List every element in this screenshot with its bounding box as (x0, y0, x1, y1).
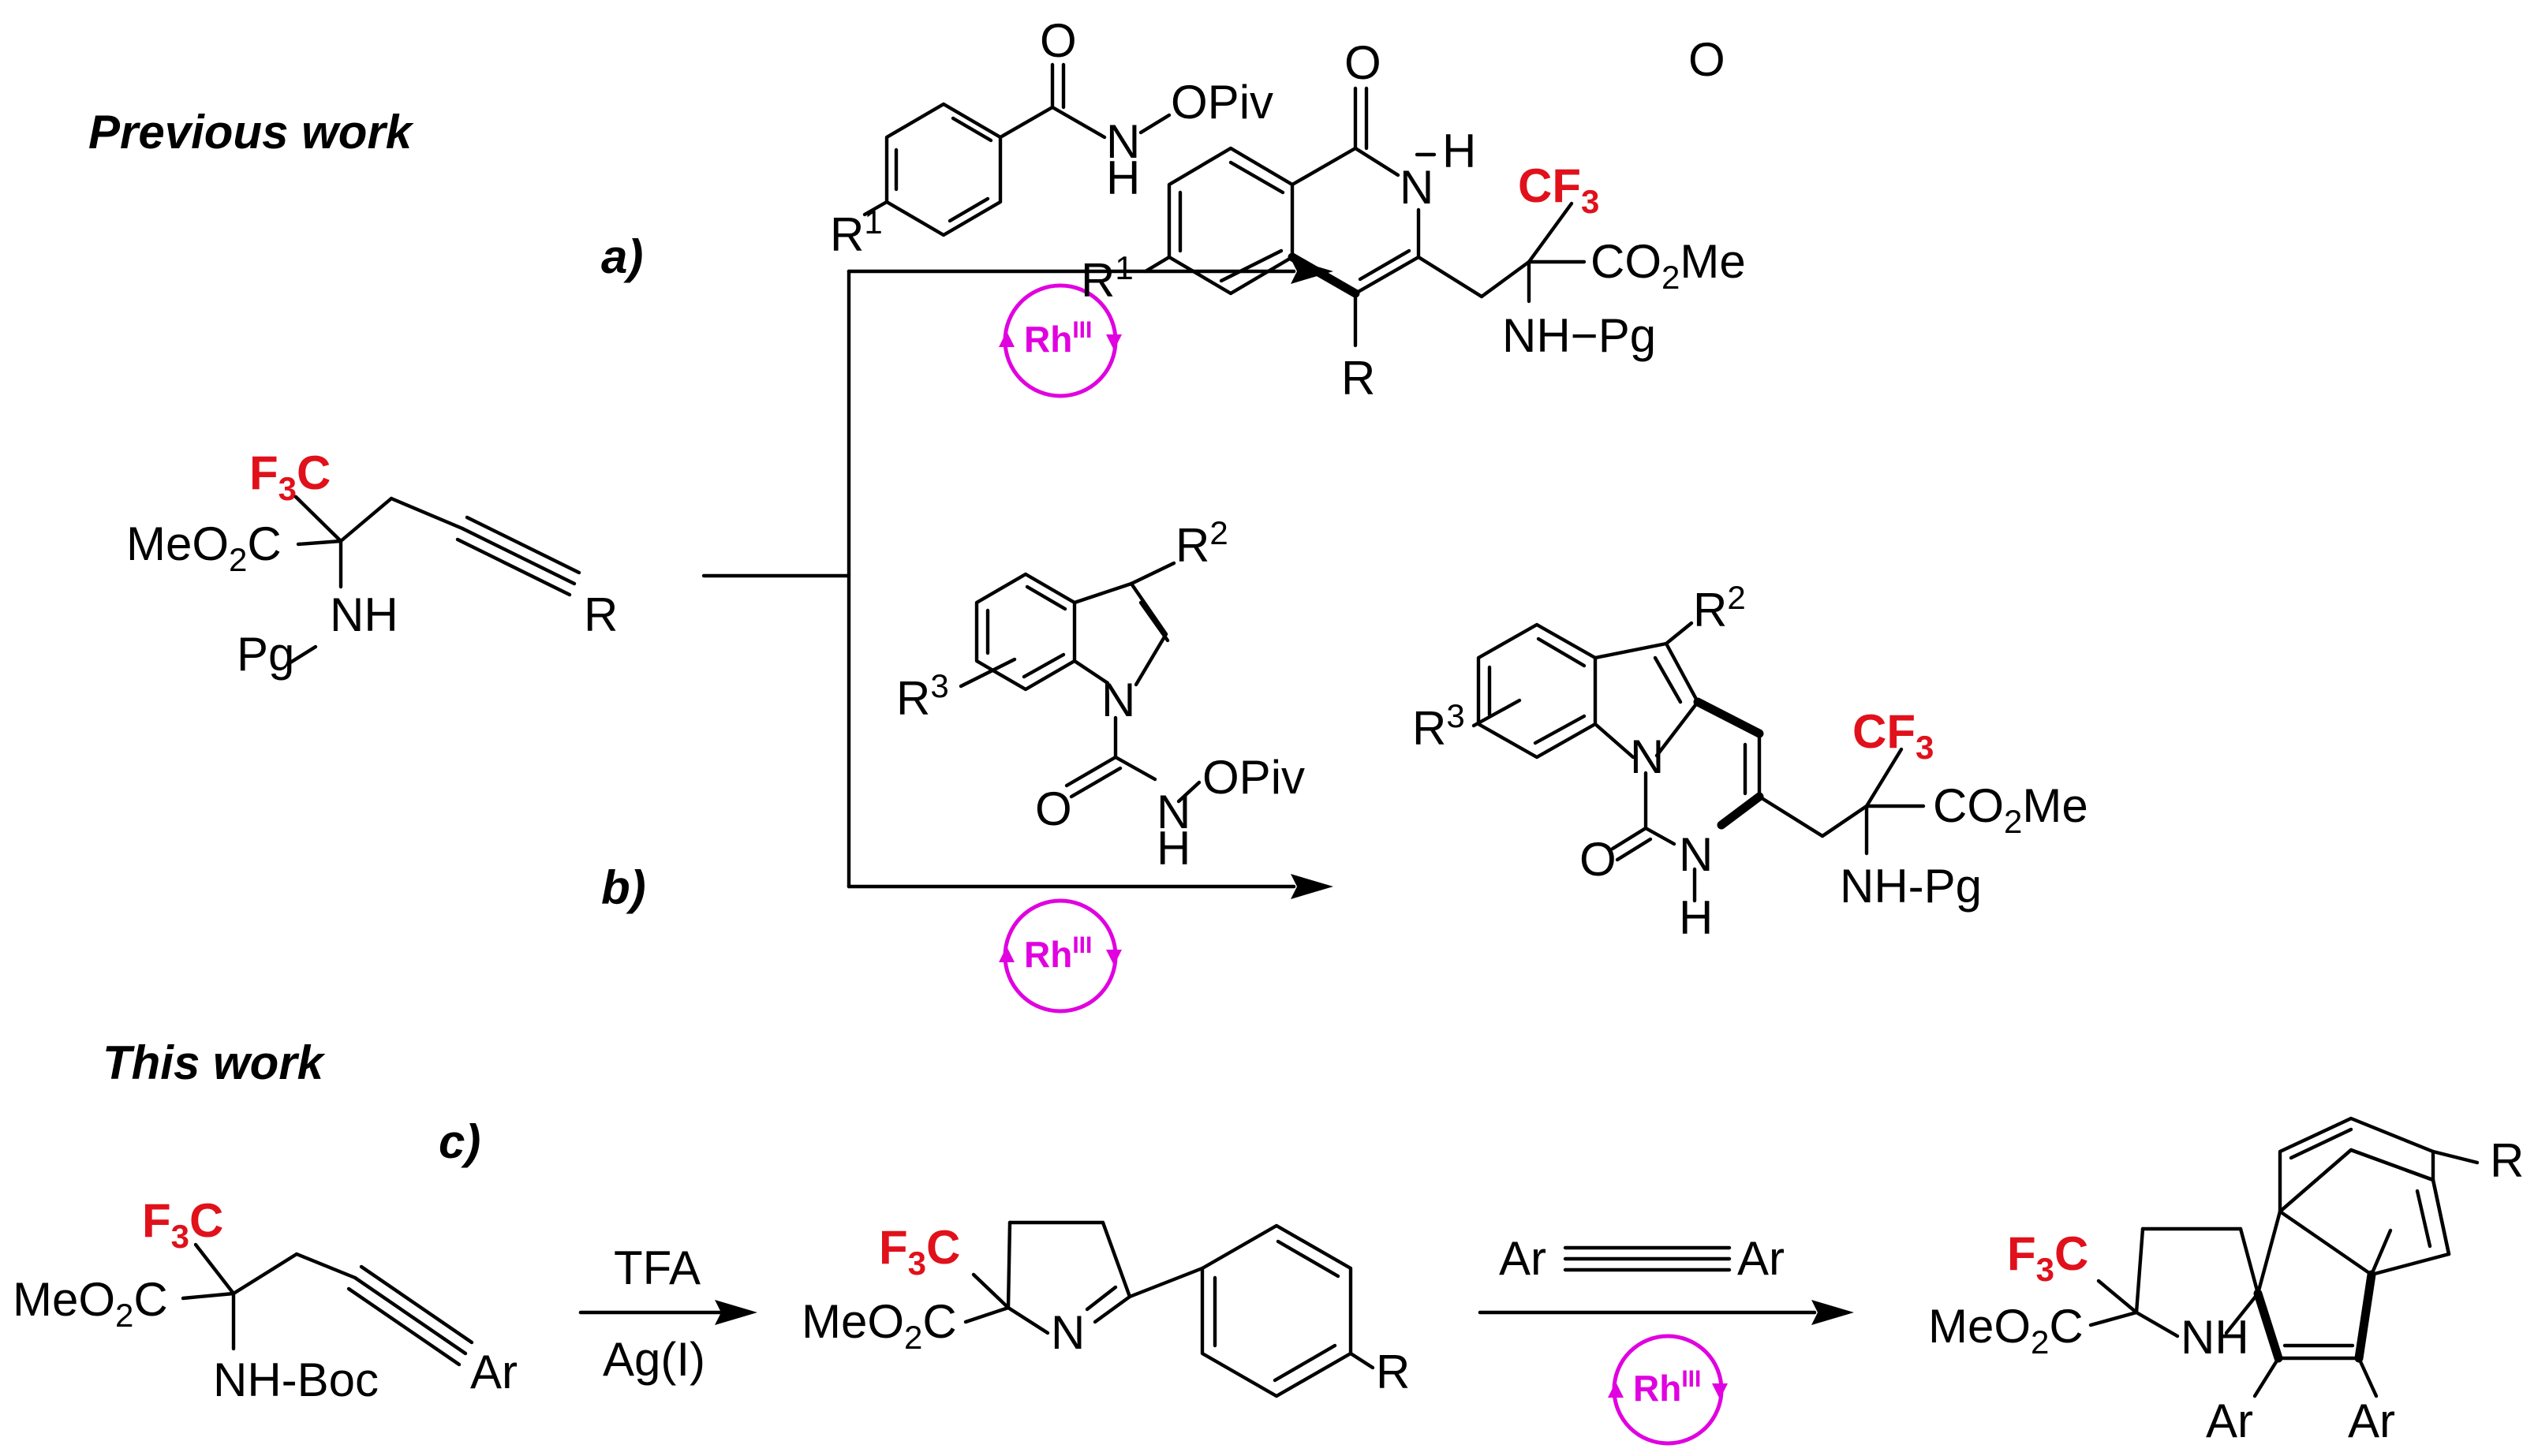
ar-label-2: Ar (2348, 1394, 2395, 1447)
atom-h: H (1442, 125, 1476, 177)
atom-h: H (1157, 822, 1190, 875)
atom-n: N (1101, 674, 1135, 726)
atom-o: O (1579, 833, 1617, 886)
catalyst-b: RhIII (999, 898, 1122, 1014)
meo2c-group: MeO2C (13, 1273, 168, 1334)
cf3-group: CF3 (1852, 705, 1934, 766)
r1-label: R1 (830, 203, 883, 261)
reagent-b-indole: N N H O OPiv R2 R3 (896, 514, 1305, 875)
nh-label: NH (330, 588, 398, 641)
heading-previous-work: Previous work (88, 106, 414, 159)
c-substrate: F3C MeO2C NH-Boc Ar (13, 1194, 518, 1406)
atom-o: O (1035, 782, 1072, 835)
atom-o: O (1688, 33, 1725, 86)
ag-label: Ag(I) (603, 1333, 705, 1386)
label-b: b) (601, 861, 646, 914)
atom-n: N (1630, 730, 1664, 783)
tfa-label: TFA (614, 1241, 701, 1294)
svg-text:RhIII: RhIII (1024, 317, 1092, 360)
r-label: R (584, 588, 618, 641)
atom-h: H (1106, 151, 1140, 204)
meo2c-group: MeO2C (802, 1295, 957, 1356)
amide-n: N (1157, 786, 1190, 838)
f3c-group: F3C (249, 446, 331, 507)
r3-label: R3 (896, 667, 949, 725)
label-a: a) (601, 230, 643, 283)
f3c-group: F3C (2007, 1227, 2088, 1288)
atom-n: N (1400, 161, 1433, 214)
carbonyl-o: O (1344, 36, 1381, 89)
r-label: R (2490, 1134, 2523, 1187)
c-pyrroline: F3C MeO2C N R (802, 1220, 1410, 1398)
amide-n: N (1679, 828, 1713, 881)
atom-n: N (1106, 115, 1140, 168)
ar-label: Ar (470, 1346, 518, 1398)
reagent-a-benzamide: O N H OPiv R1 (830, 14, 1273, 261)
r2-label: R2 (1693, 579, 1746, 637)
atom-h: H (1679, 891, 1713, 944)
product-b-pyrimidoindolone: N N H O CF3 CO2Me NH-Pg R2 R3 (1412, 579, 2088, 944)
pg-label: Pg (237, 628, 294, 681)
r1-label: R1 (1081, 249, 1134, 307)
atom-o: O (1040, 14, 1077, 67)
svg-text:RhIII: RhIII (1633, 1366, 1701, 1409)
alkyne-ar-right: Ar (1737, 1232, 1785, 1285)
catalyst-a: RhIII (999, 283, 1122, 398)
co2me-group: CO2Me (1933, 779, 2088, 840)
atom-n: N (1051, 1306, 1085, 1359)
r-label: R (1376, 1346, 1410, 1398)
r3-label: R3 (1412, 697, 1465, 755)
co2me-group: CO2Me (1590, 235, 1746, 296)
svg-text:RhIII: RhIII (1024, 932, 1092, 975)
r2-label: R2 (1176, 514, 1228, 572)
ar-label-1: Ar (2206, 1394, 2253, 1447)
opiv-label: OPiv (1202, 751, 1305, 804)
meo2c-group: MeO2C (126, 517, 282, 578)
product-a-isoquinolone: O O N H CF3 CO2Me NH−Pg R R1 (1081, 33, 1746, 405)
label-c: c) (439, 1115, 480, 1168)
meo2c-group: MeO2C (1928, 1300, 2084, 1361)
c-spiro-product: F3C MeO2C NH R Ar Ar (1928, 1116, 2523, 1447)
f3c-group: F3C (142, 1194, 223, 1255)
heading-this-work: This work (103, 1036, 326, 1089)
f3c-group: F3C (879, 1221, 960, 1282)
nh-boc-label: NH-Boc (213, 1353, 379, 1406)
r-label: R (1341, 352, 1375, 405)
opiv-label: OPiv (1171, 76, 1273, 129)
alkyne-substrate: F3C MeO2C NH Pg R (126, 446, 618, 681)
arrow-step2: Ar Ar RhIII (1478, 1232, 1854, 1446)
nh-pg-label: NH−Pg (1502, 309, 1656, 362)
nh-pg-label: NH-Pg (1840, 860, 1982, 913)
arrow-step1: TFA Ag(I) (578, 1241, 757, 1386)
alkyne-ar-left: Ar (1499, 1232, 1546, 1285)
cf3-group: CF3 (1518, 159, 1599, 220)
